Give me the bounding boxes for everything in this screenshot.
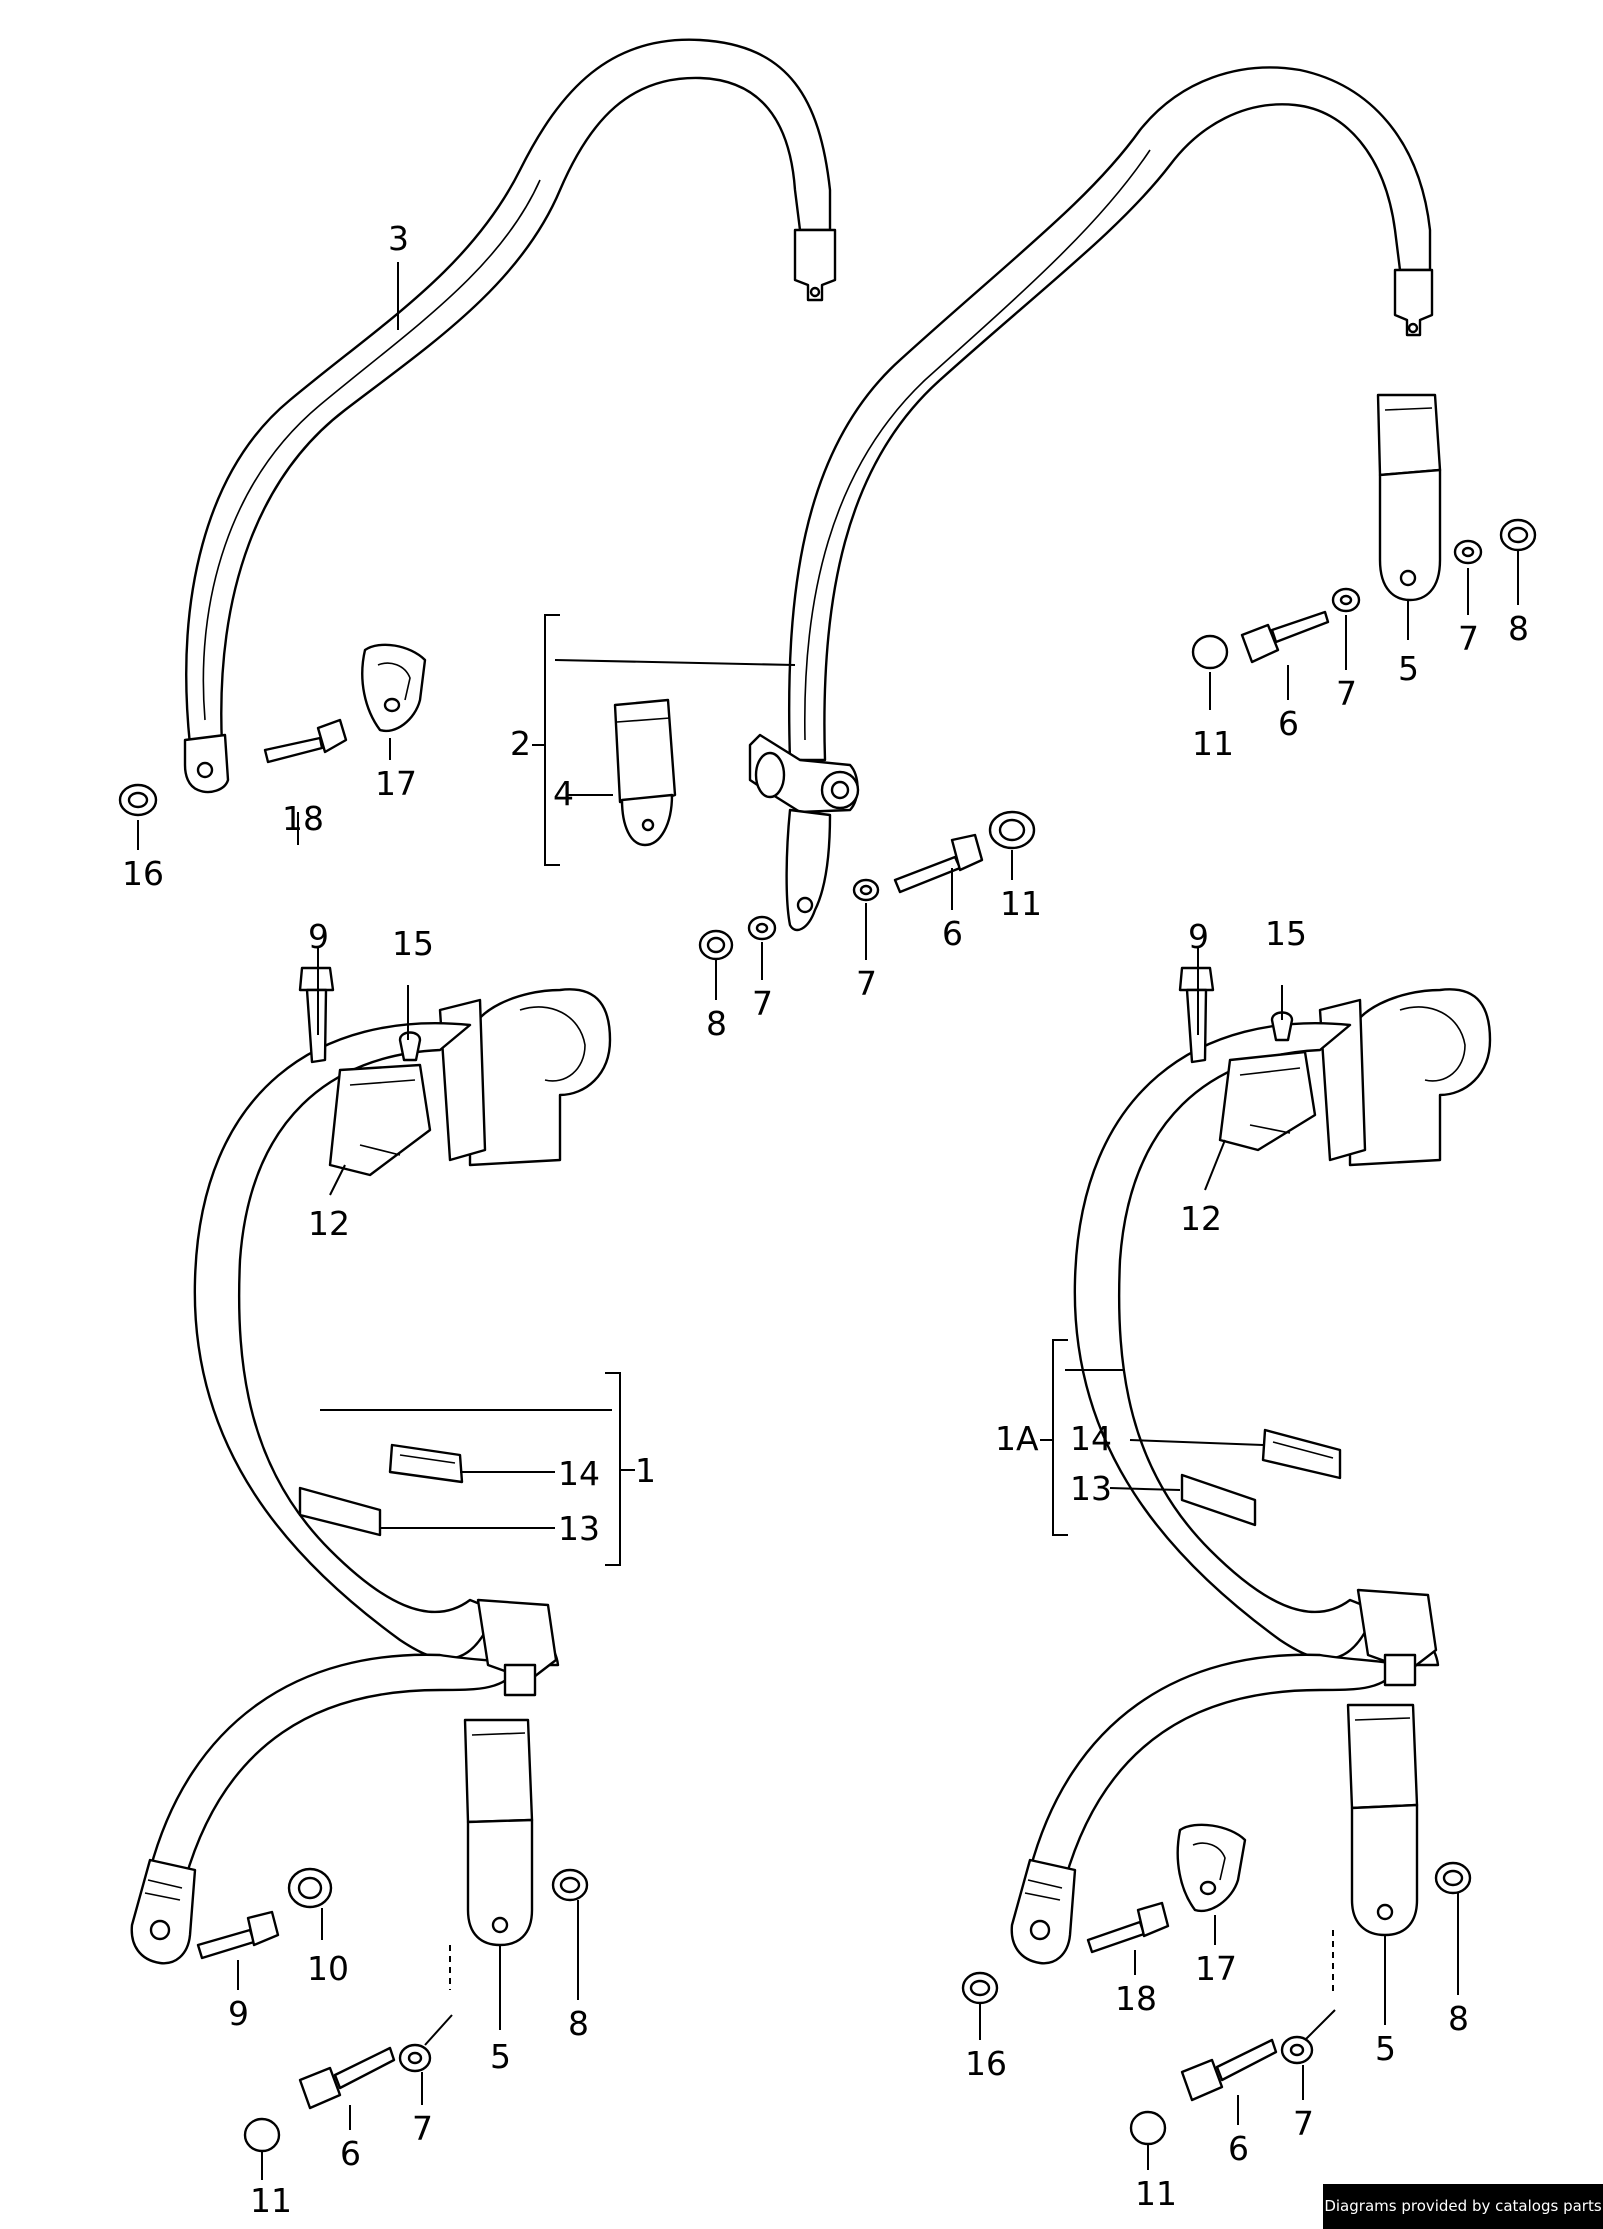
callout-8-left: 8	[568, 2004, 589, 2043]
part-6-bolt-bottom-left	[298, 2046, 396, 2110]
part-18-bolt-top	[263, 718, 348, 764]
callout-18-bottom-right: 18	[1115, 1979, 1157, 2018]
part-11-cap-bottom-right	[1129, 2110, 1167, 2146]
callout-11-mid: 11	[1000, 884, 1042, 923]
leader-14-right	[1129, 1439, 1264, 1446]
callout-7-right: 7	[1293, 2104, 1314, 2143]
callout-14-left: 14	[558, 1454, 600, 1493]
callout-13-right: 13	[1070, 1469, 1112, 1508]
callout-14-right: 14	[1070, 1419, 1112, 1458]
callout-17-top: 17	[375, 764, 417, 803]
belt-assembly-1a	[1010, 988, 1492, 1965]
callout-16-bottom-right: 16	[965, 2044, 1007, 2083]
callout-16-top: 16	[122, 854, 164, 893]
part-15-screw-left	[398, 1031, 422, 1062]
part-6-bolt-bottom-right	[1180, 2038, 1278, 2102]
callout-1: 1	[635, 1451, 656, 1490]
callout-17-bottom-right: 17	[1195, 1949, 1237, 1988]
callout-8-mid: 8	[706, 1004, 727, 1043]
group-bracket-1a	[1052, 1339, 1068, 1536]
part-12-bracket-left	[328, 1063, 432, 1177]
callout-5-top-right: 5	[1398, 649, 1419, 688]
callout-9-left-upper: 9	[308, 917, 329, 956]
part-13-sleeve-right	[1180, 1473, 1257, 1527]
belt-assembly-1	[130, 988, 612, 1965]
part-11-bushing-mid	[988, 810, 1036, 850]
part-14-clip-right	[1261, 1428, 1342, 1480]
group-bracket-2	[544, 614, 560, 866]
callout-9-right-upper: 9	[1188, 917, 1209, 956]
part-9-bolt-bottom-left-lower	[196, 1910, 280, 1960]
leader-2	[554, 659, 796, 666]
part-4-latch-plate	[613, 698, 677, 847]
callout-leaders	[137, 262, 1519, 2180]
callout-11-left: 11	[250, 2181, 292, 2220]
part-8-spacer-bottom-right	[1434, 1861, 1472, 1895]
callout-3: 3	[388, 219, 409, 258]
part-8-spacer-top-right	[1499, 518, 1537, 552]
part-5-buckle-bottom-left	[463, 1718, 534, 1947]
credit-banner: Diagrams provided by catalogs parts	[1323, 2184, 1603, 2229]
part-10-bushing-left	[287, 1867, 333, 1909]
belt-assembly-3	[183, 38, 837, 794]
callout-12-left: 12	[308, 1204, 350, 1243]
callout-13-left: 13	[558, 1509, 600, 1548]
callout-8-top-right: 8	[1508, 609, 1529, 648]
callout-11-top-right: 11	[1192, 724, 1234, 763]
callout-5-right: 5	[1375, 2029, 1396, 2068]
part-15-screw-right	[1270, 1011, 1294, 1042]
callout-6-mid: 6	[942, 914, 963, 953]
belt-assembly-2	[748, 66, 1434, 932]
callout-8-right: 8	[1448, 1999, 1469, 2038]
part-18-bolt-bottom-right	[1086, 1901, 1170, 1954]
group-bracket-1	[605, 1372, 621, 1566]
part-9-bolt-bottom-right-upper	[1178, 966, 1215, 1064]
callout-7-mid-b: 7	[856, 964, 877, 1003]
part-11-cap-bottom-left	[243, 2117, 281, 2153]
belt-end-plate-bottom-left	[130, 1858, 197, 1965]
callout-7-left: 7	[412, 2109, 433, 2148]
part-13-sleeve-left	[298, 1486, 382, 1537]
callout-18-top: 18	[282, 799, 324, 838]
callout-7-top-right-a: 7	[1336, 674, 1357, 713]
part-6-bolt-mid	[893, 833, 984, 894]
part-6-bolt-top-right	[1240, 610, 1330, 664]
retractor-housing-right	[1348, 988, 1492, 1167]
callout-labels: 3 18 17 16 2 4 11 6 7 5 7 8 8 7 7 6 11 9…	[122, 219, 1529, 2220]
callout-6-top-right: 6	[1278, 704, 1299, 743]
callout-7-mid-a: 7	[752, 984, 773, 1023]
part-11-cap-top-right	[1191, 634, 1229, 670]
belt-end-plate-bottom-right	[1010, 1858, 1077, 1965]
belt-tongue-top-left	[793, 228, 837, 302]
callout-15-left: 15	[392, 924, 434, 963]
part-8-spacer-bottom-left	[551, 1868, 589, 1902]
part-14-clip-left	[388, 1443, 464, 1484]
callout-9-left-lower: 9	[228, 1994, 249, 2033]
callout-4: 4	[553, 774, 574, 813]
part-17-bracket-bottom-right	[1176, 1823, 1247, 1913]
part-12-bracket-right	[1218, 1050, 1317, 1152]
callout-2: 2	[510, 724, 531, 763]
leader-13-right	[1109, 1487, 1181, 1491]
callout-11-right: 11	[1135, 2174, 1177, 2213]
part-9-bolt-bottom-left-upper	[298, 966, 335, 1064]
callout-1a: 1A	[995, 1419, 1039, 1458]
part-5-buckle-bottom-right	[1346, 1703, 1419, 1937]
callout-15-right: 15	[1265, 914, 1307, 953]
part-5-buckle-top-right	[1376, 393, 1442, 602]
belt-tongue-top-right	[1393, 268, 1434, 337]
callout-7-top-right-b: 7	[1458, 619, 1479, 658]
callout-10: 10	[307, 1949, 349, 1988]
callout-6-left: 6	[340, 2134, 361, 2173]
retractor-housing-left	[468, 988, 612, 1167]
callout-6-right: 6	[1228, 2129, 1249, 2168]
part-17-bracket-top	[361, 643, 427, 733]
callout-12-right: 12	[1180, 1199, 1222, 1238]
callout-5-left: 5	[490, 2037, 511, 2076]
part-16-spacer-bottom-right	[961, 1971, 999, 2005]
part-16-spacer-top	[118, 783, 158, 817]
